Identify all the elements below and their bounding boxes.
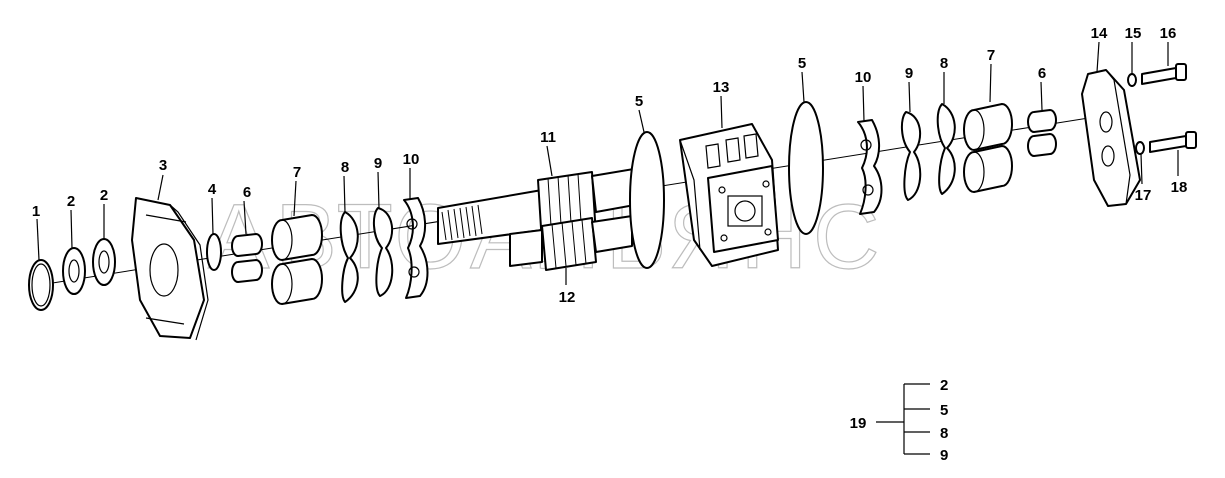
kit-label: 19	[850, 415, 867, 432]
part-18-bolt	[1149, 131, 1197, 153]
kit-item: 8	[940, 425, 948, 442]
part-10-wear-plate-right	[857, 119, 883, 215]
part-13-pump-body	[679, 123, 779, 267]
callout-6: 6	[243, 184, 251, 201]
callout-16: 16	[1160, 25, 1177, 42]
part-7-bearing-right	[963, 103, 1013, 193]
callout-10: 10	[855, 69, 872, 86]
part-3-front-cover	[131, 197, 209, 341]
callout-6: 6	[1038, 65, 1046, 82]
callout-10: 10	[403, 151, 420, 168]
callout-7: 7	[987, 47, 995, 64]
part-14-rear-cover	[1081, 69, 1141, 207]
callout-13: 13	[713, 79, 730, 96]
leader-lines	[36, 41, 1179, 285]
part-8-seal-right	[936, 103, 956, 195]
callout-9: 9	[374, 155, 382, 172]
part-12-driven-gear	[509, 215, 633, 271]
callout-2: 2	[100, 187, 108, 204]
part-2-seal-right	[92, 238, 116, 286]
part-6-bushings-left	[231, 233, 263, 283]
callout-12: 12	[559, 289, 576, 306]
callout-4: 4	[208, 181, 217, 198]
callout-5: 5	[798, 55, 806, 72]
callout-3: 3	[159, 157, 167, 174]
part-17-washer	[1135, 141, 1145, 155]
callout-9: 9	[905, 65, 913, 82]
callout-11: 11	[540, 129, 556, 146]
part-2-seal-left	[62, 247, 86, 295]
kit-item: 2	[940, 377, 948, 394]
part-4-o-ring	[206, 233, 222, 271]
part-16-bolt	[1141, 63, 1187, 85]
part-9-backup-left	[372, 207, 394, 297]
part-6-bushings-right	[1027, 109, 1057, 157]
kit-item: 9	[940, 447, 948, 464]
callout-15: 15	[1125, 25, 1142, 42]
kit-legend: 19 2 5 8 9	[850, 377, 949, 464]
part-7-bearing-left	[271, 214, 323, 305]
callout-14: 14	[1091, 25, 1108, 42]
callout-8: 8	[940, 55, 948, 72]
part-15-washer	[1127, 73, 1137, 87]
kit-item: 5	[940, 402, 948, 419]
callout-labels: 1 2 2 3 4 6 7 8 9 10 11 12 5 13 5 10 9 8…	[32, 25, 1188, 306]
callout-2: 2	[67, 193, 75, 210]
part-10-wear-plate-left	[403, 197, 429, 299]
callout-8: 8	[341, 159, 349, 176]
part-8-seal-left	[339, 211, 359, 303]
callout-1: 1	[32, 203, 40, 220]
callout-18: 18	[1171, 179, 1188, 196]
part-5-o-ring-left	[629, 131, 665, 269]
callout-7: 7	[293, 164, 301, 181]
part-9-backup-right	[900, 111, 922, 201]
callout-17: 17	[1135, 187, 1152, 204]
part-5-o-ring-right	[788, 101, 824, 235]
callout-5: 5	[635, 93, 643, 110]
part-1-snap-ring	[28, 259, 54, 311]
